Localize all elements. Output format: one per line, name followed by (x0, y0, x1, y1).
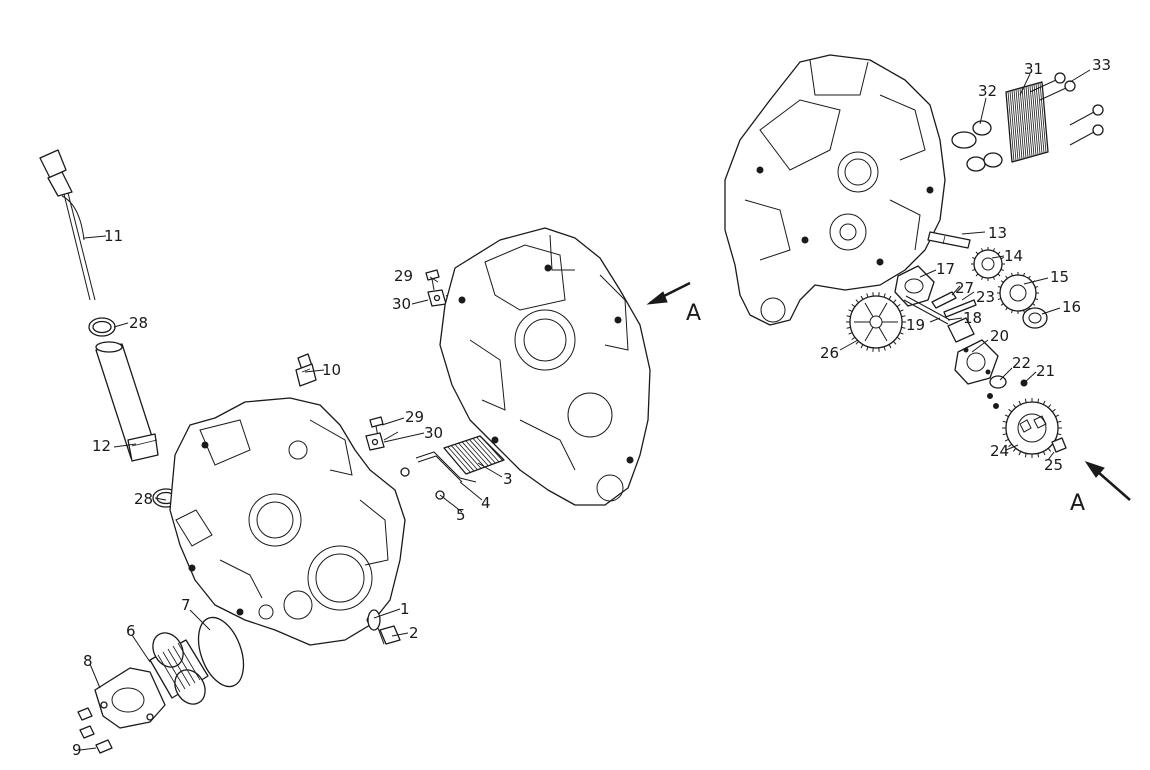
dowel-pin (931, 291, 957, 309)
callout-17: 17 (936, 260, 955, 278)
pump-shaft (903, 295, 951, 325)
callout-30-middle: 30 (424, 424, 443, 442)
callout-12: 12 (92, 437, 111, 455)
filter-cover (94, 667, 166, 729)
cam-gear (846, 292, 906, 352)
callout-26: 26 (820, 344, 839, 362)
clip-middle (365, 431, 399, 451)
callout-18: 18 (963, 309, 982, 327)
sprocket-bolt (1051, 437, 1067, 453)
pump-housing (894, 265, 935, 307)
timing-sprocket (1002, 398, 1062, 458)
callout-22: 22 (1012, 354, 1031, 372)
oil-screen (443, 435, 505, 475)
screen-bolts (400, 467, 445, 500)
callout-6: 6 (126, 622, 136, 640)
drain-washer (367, 609, 381, 631)
middle-crankcase-half (439, 227, 651, 506)
bolts-set (1029, 72, 1104, 146)
idler-gear (971, 247, 1005, 281)
dipstick (39, 149, 96, 301)
drain-bolt (377, 625, 401, 645)
view-a-arrow-right (1084, 461, 1131, 501)
callout-10: 10 (322, 361, 341, 379)
callout-16: 16 (1062, 298, 1081, 316)
callout-33: 33 (1092, 56, 1111, 74)
callout-31: 31 (1024, 60, 1043, 78)
left-crankcase-half (169, 397, 406, 646)
callout-23: 23 (976, 288, 995, 306)
callout-27: 27 (955, 279, 974, 297)
callout-32: 32 (978, 82, 997, 100)
oil-filter (149, 632, 209, 705)
pump-rotor (947, 317, 975, 343)
view-a-label-right: A (1070, 491, 1085, 516)
callout-15: 15 (1050, 268, 1069, 286)
filler-tube (95, 341, 159, 462)
thrust-washer (989, 375, 1007, 389)
callout-11: 11 (104, 227, 123, 245)
view-a-arrow-middle (646, 281, 691, 305)
screen-retainer (415, 451, 477, 483)
pump-pin (943, 299, 977, 318)
callout-3: 3 (503, 470, 513, 488)
callout-8: 8 (83, 652, 93, 670)
clip-upper (427, 289, 459, 307)
callout-29-upper: 29 (394, 267, 413, 285)
callout-28-lower: 28 (134, 490, 153, 508)
callout-19: 19 (906, 316, 925, 334)
callout-14: 14 (1004, 247, 1023, 265)
callout-24: 24 (990, 442, 1009, 460)
leader-lines (79, 69, 1091, 751)
callout-7: 7 (181, 596, 191, 614)
callout-2: 2 (409, 624, 419, 642)
callout-29-middle: 29 (405, 408, 424, 426)
callout-28-upper: 28 (129, 314, 148, 332)
filter-o-ring (197, 616, 245, 688)
callout-4: 4 (481, 494, 491, 512)
callout-13: 13 (988, 224, 1007, 242)
gear-shaft (927, 231, 971, 249)
breather-fitting (295, 353, 317, 387)
callout-20: 20 (990, 327, 1009, 345)
callout-30-upper: 30 (392, 295, 411, 313)
screw-upper (425, 269, 440, 291)
callout-21: 21 (1036, 362, 1055, 380)
callout-1: 1 (400, 600, 410, 618)
callout-labels: 11 28 12 28 10 29 30 29 30 3 4 5 1 2 7 6… (72, 56, 1111, 759)
right-crankcase-view-a (724, 54, 946, 326)
bearing (1022, 307, 1048, 329)
callout-25: 25 (1044, 456, 1063, 474)
view-a-label-middle: A (686, 301, 701, 326)
callout-9: 9 (72, 741, 82, 759)
seal-set (951, 120, 1003, 172)
cover-bolts (77, 707, 113, 754)
callout-5: 5 (456, 506, 466, 524)
pump-cover (954, 339, 999, 385)
pleated-element (1005, 81, 1049, 163)
